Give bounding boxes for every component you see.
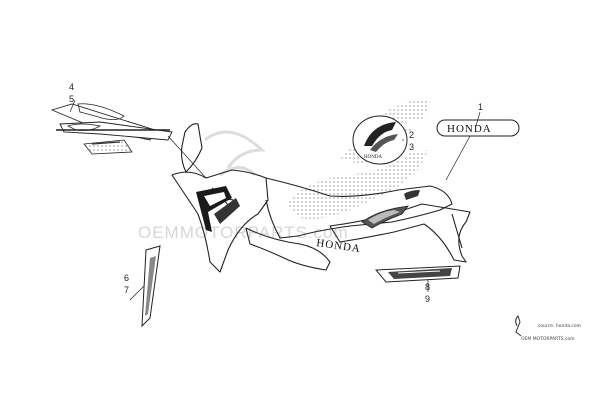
plate-brand-text: HONDA <box>447 123 492 135</box>
fairing-graphic-decal <box>196 186 240 232</box>
callout-2: 2 <box>409 130 414 140</box>
lower-stripe-decal <box>374 265 461 283</box>
honda-logotype-plate: HONDA <box>436 119 520 137</box>
wing-dot-pattern <box>286 100 430 219</box>
callout-7: 7 <box>124 285 129 295</box>
callout-8: 8 <box>425 282 430 292</box>
africa-twin-decals <box>50 103 173 155</box>
side-stripe-decal <box>361 190 420 229</box>
callout-3: 3 <box>409 142 414 152</box>
source-credit: source: honda.com <box>538 323 581 329</box>
bike-body-outline <box>171 123 471 273</box>
watermark-text: OEMMOTORPARTS.com <box>138 223 349 242</box>
callout-1: 1 <box>478 102 483 112</box>
callout-5: 5 <box>69 94 74 104</box>
watermark-logo <box>204 130 266 177</box>
oem-motorparts-logo-icon <box>515 315 522 337</box>
source-site: OEM MOTORPARTS.com <box>521 336 575 342</box>
callout-9: 9 <box>425 294 430 304</box>
vertical-side-stripe <box>141 245 161 328</box>
honda-wing-emblem-icon: HONDA <box>352 115 408 165</box>
callout-4: 4 <box>69 82 74 92</box>
leader-lines <box>69 99 481 301</box>
emblem-brand-text: HONDA <box>364 155 382 160</box>
callout-6: 6 <box>124 273 129 283</box>
